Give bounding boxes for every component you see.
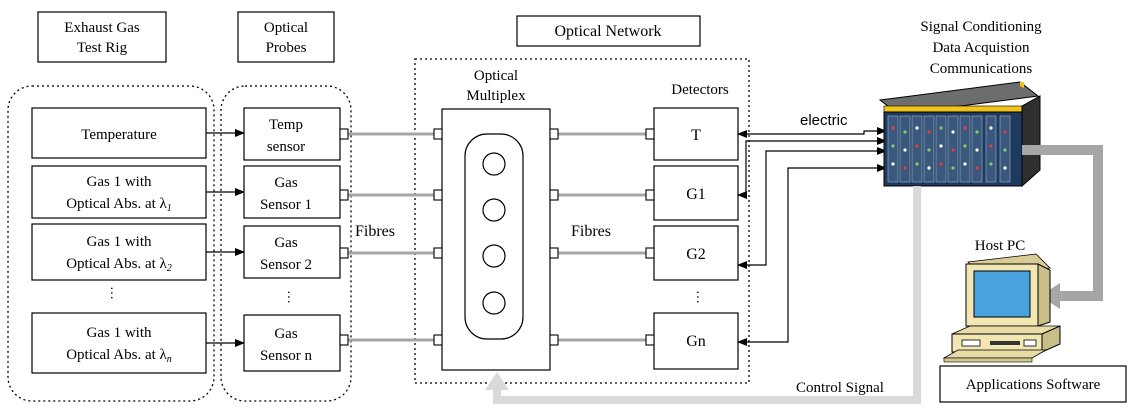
fibre-connector: [645, 247, 655, 259]
host-pc-label: Host PC: [975, 238, 1025, 254]
probe-ellipsis: ···: [280, 290, 295, 304]
rig-box-temperature: Temperature: [31, 107, 207, 159]
multiplex-label-line-2: Multiplex: [466, 88, 526, 104]
applications-software-box: Applications Software: [939, 365, 1127, 403]
rig-box-line-1: Gas 1 with: [87, 234, 152, 250]
probe-line-2: Sensor 1: [260, 197, 312, 213]
fibre-connector: [549, 334, 559, 346]
fibres-label-right: Fibres: [571, 223, 611, 240]
detectors-label: Detectors: [671, 82, 729, 98]
header-probes-line-2: Probes: [266, 40, 307, 56]
fibre-connector: [339, 247, 349, 259]
applications-label: Applications Software: [966, 377, 1101, 393]
detector-label: Gn: [686, 333, 706, 350]
probe-box-gas-1: Gas Sensor 1: [243, 165, 341, 219]
multiplex-port-icon: [482, 244, 506, 268]
multiplex-port-icon: [482, 291, 506, 315]
control-signal-arrowhead: [485, 372, 509, 390]
rig-box-line-2: Optical Abs. at λn: [66, 347, 172, 365]
multiplex-port-icon: [482, 198, 506, 222]
fibre-connector: [433, 334, 443, 346]
control-signal-label: Control Signal: [796, 380, 884, 396]
multiplex-switch-panel: [464, 133, 524, 340]
header-test-rig-line-2: Test Rig: [77, 40, 128, 56]
fibre-connector: [645, 189, 655, 201]
header-signal-line-2: Data Acquistion: [932, 40, 1030, 56]
probe-box-gas-n: Gas Sensor n: [243, 314, 341, 372]
detector-ellipsis: ···: [689, 290, 704, 304]
rig-box-line-1: Gas 1 with: [87, 174, 152, 190]
fibre-connector: [645, 334, 655, 346]
electric-wire: [737, 164, 887, 346]
header-test-rig-line-1: Exhaust Gas: [64, 20, 140, 36]
fibre-connector: [339, 334, 349, 346]
probe-box-gas-2: Gas Sensor 2: [243, 225, 341, 279]
probe-line-1: Temp: [269, 117, 303, 133]
rig-box-label: Temperature: [81, 127, 157, 143]
header-test-rig: Exhaust Gas Test Rig: [37, 11, 167, 63]
fibre-connector: [549, 128, 559, 140]
probes-group-outline: [220, 85, 352, 402]
probe-box-temp: Temp sensor: [243, 107, 341, 161]
fibre-connector: [433, 247, 443, 259]
control-signal-arrow: [493, 186, 921, 404]
detector-g1: G1: [653, 165, 739, 221]
fibre-connector: [549, 247, 559, 259]
rack-to-pc-arrow: [1022, 145, 1103, 301]
multiplex-port-icon: [482, 152, 506, 176]
rig-ellipsis: ···: [103, 286, 118, 300]
rig-box-gas-n: Gas 1 with Optical Abs. at λn: [31, 312, 207, 374]
fibre-connector: [549, 189, 559, 201]
probe-line-1: Gas: [274, 235, 297, 251]
probe-line-2: Sensor n: [260, 348, 313, 364]
detector-label: G2: [686, 246, 706, 263]
probe-line-1: Gas: [274, 326, 297, 342]
rig-box-line-2: Optical Abs. at λ1: [66, 196, 172, 214]
probe-line-2: Sensor 2: [260, 257, 312, 273]
fibre-connector: [645, 128, 655, 140]
header-probes-line-1: Optical: [264, 20, 308, 36]
rig-box-gas-1: Gas 1 with Optical Abs. at λ1: [31, 165, 207, 219]
detector-label: G1: [686, 186, 706, 203]
electric-label: electric: [800, 112, 848, 129]
rig-box-line-1: Gas 1 with: [87, 325, 152, 341]
fibres-label-left: Fibres: [355, 223, 395, 240]
detector-g2: G2: [653, 225, 739, 281]
fibre-connector: [433, 128, 443, 140]
rig-box-line-2: Optical Abs. at λ2: [66, 256, 172, 274]
fibre-connector: [339, 189, 349, 201]
detector-t: T: [653, 107, 739, 161]
header-signal-line-1: Signal Conditioning: [920, 19, 1042, 35]
detector-label: T: [691, 127, 701, 144]
header-probes: Optical Probes: [237, 11, 335, 63]
detector-gn: Gn: [653, 312, 739, 370]
multiplex-label-line-1: Optical: [474, 68, 518, 84]
fibre-connector: [433, 189, 443, 201]
header-network: Optical Network: [516, 15, 701, 47]
fibre-connector: [339, 128, 349, 140]
host-pc-icon: [942, 253, 1061, 363]
header-network-label: Optical Network: [554, 23, 661, 40]
rig-box-gas-2: Gas 1 with Optical Abs. at λ2: [31, 223, 207, 281]
signal-rack-icon: [878, 81, 1041, 188]
electric-wire: [737, 127, 887, 138]
probe-line-2: sensor: [267, 139, 305, 155]
header-signal-line-3: Communications: [930, 61, 1033, 77]
probe-line-1: Gas: [274, 175, 297, 191]
